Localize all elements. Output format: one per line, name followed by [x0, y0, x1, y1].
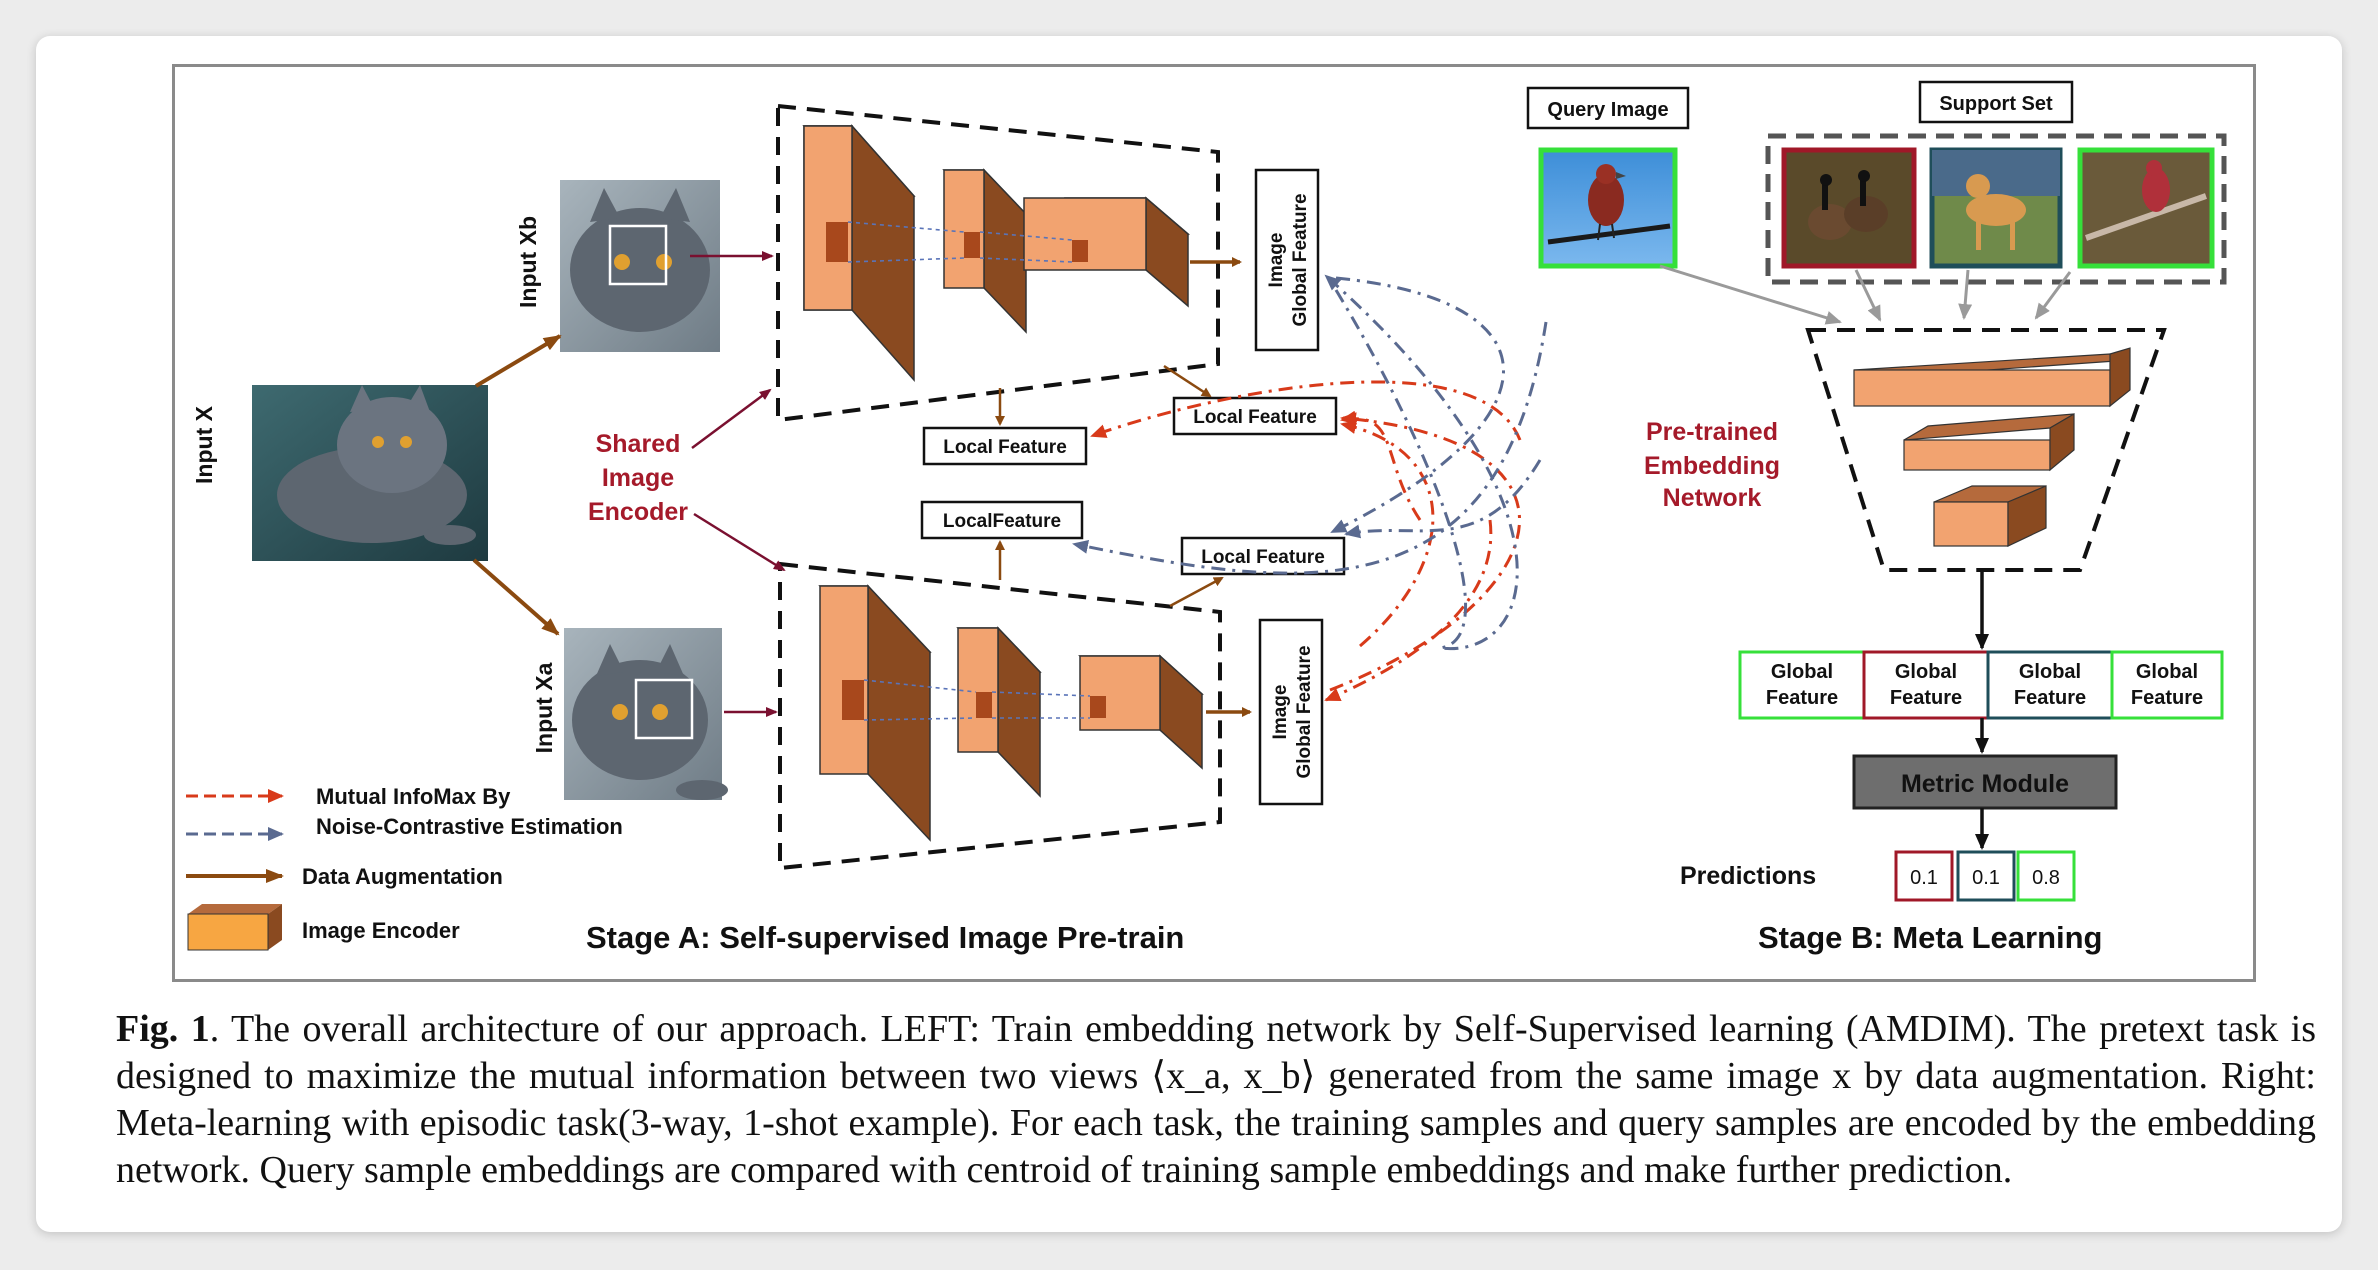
global-feature-bottom-box — [1258, 618, 1324, 806]
local-arrow-4 — [1169, 576, 1224, 608]
encoder-top-block-2 — [942, 168, 1028, 334]
local-feature-label-3: LocalFeature — [943, 511, 1061, 532]
shared-encoder-pointer-bottom — [693, 512, 786, 572]
encoder-bottom-block-1 — [818, 584, 932, 842]
stage-b-title: Stage B: Meta Learning — [1758, 920, 2103, 955]
legend — [186, 789, 284, 951]
embedding-network-frame — [1805, 328, 2167, 572]
encoder-top-block-3 — [1023, 196, 1191, 308]
local-feature-label-2: Local Feature — [1193, 407, 1317, 428]
feature-2-line1: Global — [1895, 661, 1957, 683]
embedding-block-1 — [1853, 347, 2131, 408]
local-arrow-2 — [1163, 364, 1212, 398]
shared-encoder-line3: Encoder — [588, 498, 688, 526]
metric-module-box — [1852, 754, 2118, 810]
pretrained-line3: Network — [1663, 484, 1762, 512]
support-set-label-box — [1918, 80, 2074, 124]
input-x-label: Input X — [191, 405, 217, 484]
augment-arrow-to-xa — [472, 558, 560, 636]
metric-module-label: Metric Module — [1901, 770, 2069, 798]
nce-blue-curves — [1072, 274, 1548, 651]
encoder-bottom-frame — [778, 561, 1222, 871]
local-feature-label-4: Local Feature — [1201, 547, 1325, 568]
input-xb-image — [560, 180, 720, 352]
shared-encoder-line1: Shared — [596, 430, 681, 458]
legend-mim-line1: Mutual InfoMax By — [316, 784, 511, 809]
encoder-top-block-1 — [802, 124, 916, 382]
prediction-value-1: 0.1 — [1910, 867, 1938, 889]
stage-a-title: Stage A: Self-supervised Image Pre-train — [586, 920, 1184, 955]
query-image — [1538, 147, 1678, 269]
prediction-box-3 — [2016, 850, 2076, 902]
local-feature-box-2 — [1172, 396, 1338, 436]
caption-text: . The overall architecture of our approa… — [116, 1008, 2316, 1191]
encoder-bottom-block-2 — [956, 626, 1042, 798]
support-set-frame — [1765, 133, 2227, 285]
augment-arrow-to-xb — [474, 334, 562, 388]
legend-augment: Data Augmentation — [302, 864, 503, 889]
input-to-embedding-arrows — [1659, 264, 2072, 325]
embedding-block-2 — [1903, 412, 2075, 472]
figure-caption: Fig. 1. The overall architecture of our … — [116, 1006, 2316, 1194]
legend-encoder: Image Encoder — [302, 918, 460, 943]
global-feature-bottom-line1: Image — [1270, 685, 1291, 740]
feature-box-2 — [1862, 650, 1990, 720]
local-feature-label-1: Local Feature — [943, 437, 1067, 458]
support-set-label: Support Set — [1939, 93, 2053, 115]
feature-1-line1: Global — [1771, 661, 1833, 683]
input-x-image — [252, 385, 488, 561]
shared-encoder-line2: Image — [602, 464, 674, 492]
receptive-field-lines-bottom — [863, 679, 1091, 721]
feature-3-line2: Feature — [2014, 687, 2086, 709]
predictions-label: Predictions — [1680, 862, 1816, 890]
encoder-top-frame — [776, 103, 1220, 423]
embedding-block-3 — [1933, 485, 2047, 547]
feature-3-line1: Global — [2019, 661, 2081, 683]
feature-2-line2: Feature — [1890, 687, 1962, 709]
local-feature-box-3 — [920, 500, 1084, 540]
local-feature-box-4 — [1180, 536, 1346, 576]
mim-red-curves — [1090, 380, 1522, 702]
feature-box-4 — [2110, 650, 2224, 720]
pretrained-line2: Embedding — [1644, 452, 1780, 480]
prediction-box-1 — [1894, 850, 1954, 902]
feature-4-line1: Global — [2136, 661, 2198, 683]
support-image-dog — [1929, 147, 2063, 269]
support-image-geese — [1781, 147, 1917, 269]
pretrained-line1: Pre-trained — [1646, 418, 1778, 446]
input-xa-image — [564, 628, 728, 800]
query-image-label-box — [1526, 86, 1690, 130]
global-feature-top-box — [1254, 168, 1320, 352]
feature-4-line2: Feature — [2131, 687, 2203, 709]
receptive-field-lines-top — [847, 221, 1073, 263]
architecture-diagram: Input X Input Xb Input Xa — [186, 80, 2227, 955]
encoder-bottom-block-3 — [1078, 654, 1204, 770]
global-feature-bottom-line2: Global Feature — [1294, 645, 1315, 778]
query-image-label: Query Image — [1547, 99, 1668, 121]
prediction-value-2: 0.1 — [1972, 867, 2000, 889]
caption-label: Fig. 1 — [116, 1008, 210, 1050]
support-image-finch — [2077, 147, 2215, 269]
legend-mim-line2: Noise-Contrastive Estimation — [316, 814, 623, 839]
feature-1-line2: Feature — [1766, 687, 1838, 709]
prediction-box-2 — [1956, 850, 2016, 902]
input-xa-label: Input Xa — [531, 662, 557, 753]
shared-encoder-pointer-top — [691, 388, 772, 450]
global-feature-top-line1: Image — [1266, 233, 1287, 288]
global-feature-top-line2: Global Feature — [1290, 193, 1311, 326]
local-feature-box-1 — [922, 426, 1088, 466]
prediction-value-3: 0.8 — [2032, 867, 2060, 889]
input-xb-label: Input Xb — [515, 216, 541, 308]
figure-frame — [172, 64, 2256, 982]
